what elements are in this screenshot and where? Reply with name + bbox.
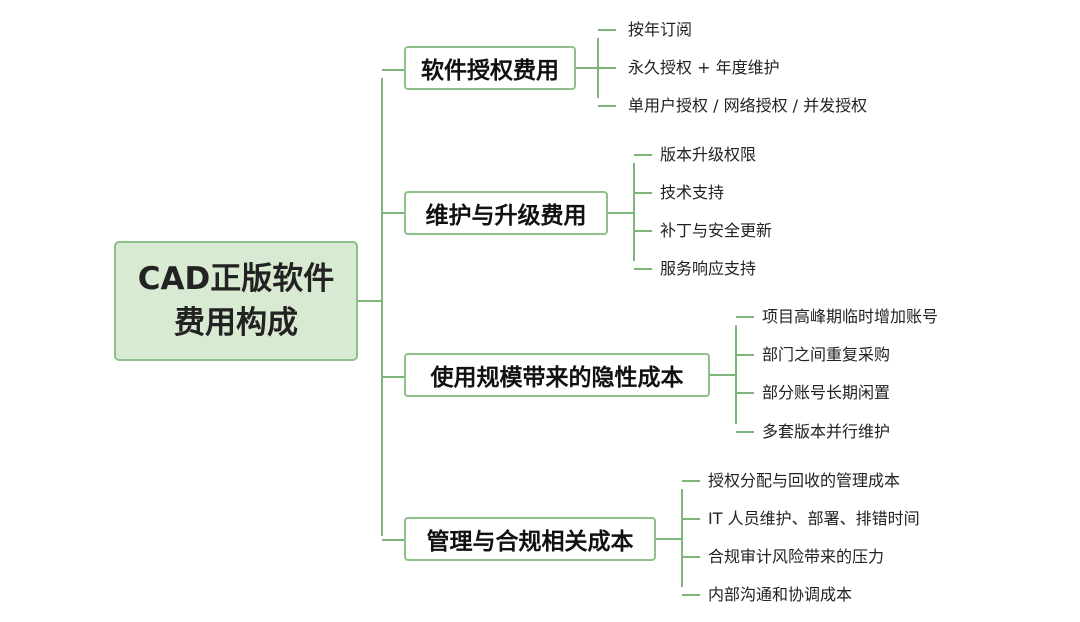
leaf-item: 按年订阅 (628, 20, 693, 39)
leaf-item: 版本升级权限 (660, 145, 757, 164)
branch-software-license: 软件授权费用 (404, 46, 576, 90)
root-title-line1: CAD正版软件 (137, 261, 335, 297)
leaf-item: 单用户授权 / 网络授权 / 并发授权 (628, 96, 868, 115)
leaf-item: 补丁与安全更新 (660, 221, 773, 240)
branch-hidden-scale-cost: 使用规模带来的隐性成本 (404, 353, 710, 397)
leaf-item: 服务响应支持 (660, 259, 757, 278)
leaf-item: 部分账号长期闲置 (762, 383, 891, 402)
leaf-item: 合规审计风险带来的压力 (708, 547, 885, 566)
root-title-line2: 费用构成 (174, 305, 298, 341)
leaf-item: 项目高峰期临时增加账号 (762, 307, 939, 326)
leaf-item: 技术支持 (660, 183, 725, 202)
leaf-item: 部门之间重复采购 (762, 345, 891, 364)
leaf-item: 多套版本并行维护 (762, 422, 891, 441)
branch-management-compliance: 管理与合规相关成本 (404, 517, 656, 561)
root-node: CAD正版软件 费用构成 (114, 241, 358, 361)
leaf-item: 永久授权 + 年度维护 (628, 58, 780, 77)
leaf-item: 内部沟通和协调成本 (708, 585, 853, 604)
leaf-item: 授权分配与回收的管理成本 (708, 471, 901, 490)
branch-maintenance-upgrade: 维护与升级费用 (404, 191, 608, 235)
leaf-item: IT 人员维护、部署、排错时间 (708, 509, 920, 528)
